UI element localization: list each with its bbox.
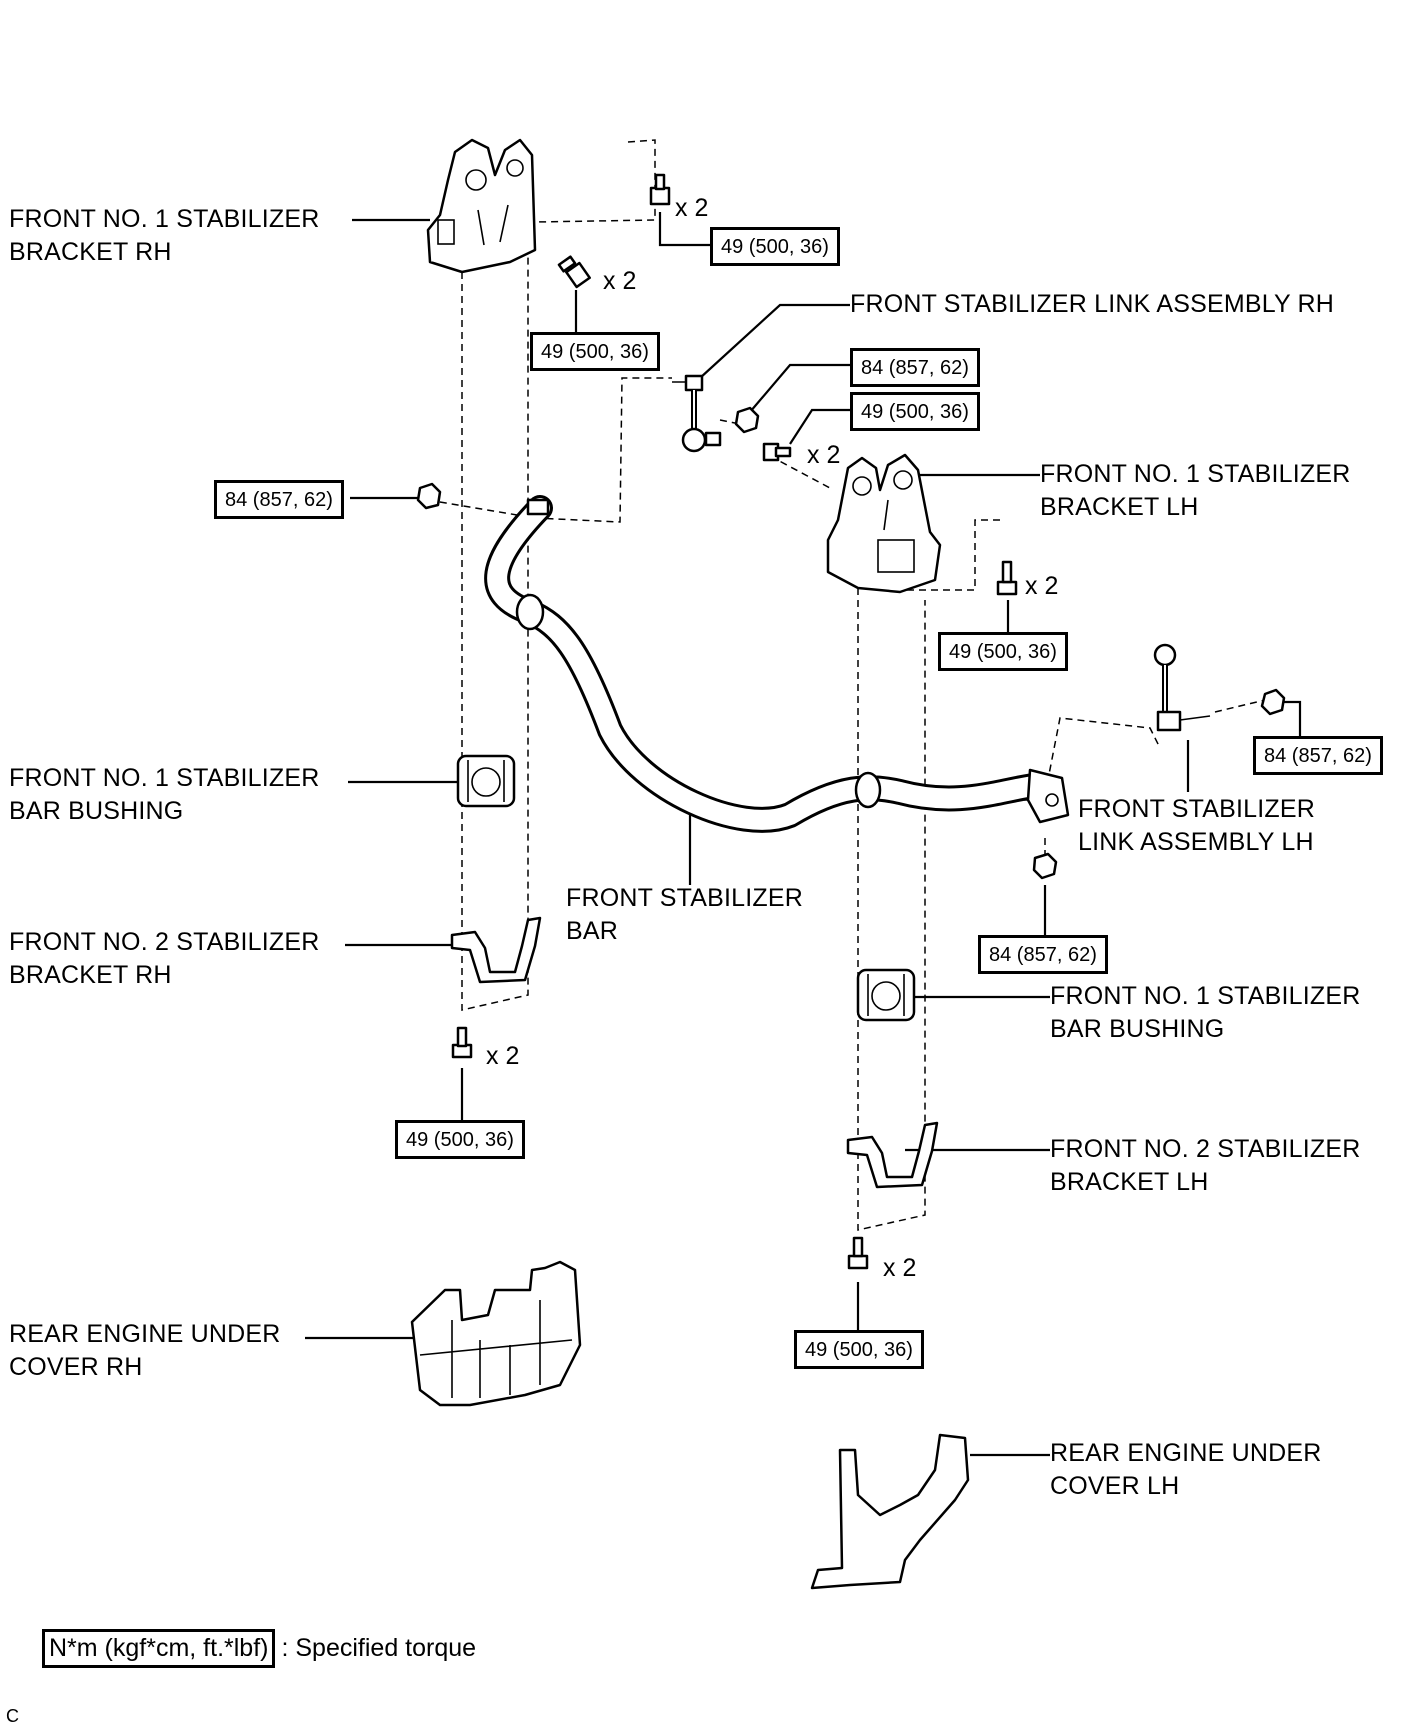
- bolt-icon: [649, 173, 671, 206]
- quantity-label: x 2: [486, 1042, 520, 1070]
- bolt-icon: [847, 1236, 869, 1270]
- label-line: BAR BUSHING: [9, 797, 184, 825]
- link-assemblies: [672, 374, 1211, 732]
- no2-brackets: [450, 916, 939, 1189]
- label-line: REAR ENGINE UNDER: [9, 1320, 281, 1348]
- label-line: FRONT NO. 1 STABILIZER: [9, 205, 320, 233]
- torque-box: 84 (857, 62): [850, 348, 980, 387]
- fasteners: [416, 173, 1286, 1270]
- label-line: FRONT NO. 1 STABILIZER: [1040, 460, 1351, 488]
- label-line: FRONT NO. 2 STABILIZER: [9, 928, 320, 956]
- label-line: BAR: [566, 917, 619, 945]
- quantity-label: x 2: [1025, 572, 1059, 600]
- label-line: REAR ENGINE UNDER: [1050, 1439, 1322, 1467]
- bolt-icon: [996, 560, 1018, 596]
- bushings: [456, 754, 916, 1022]
- bracket-lh-top-shape: [826, 453, 942, 594]
- bracket-rh-top-shape: [426, 138, 537, 274]
- label-bracket2-lh: FRONT NO. 2 STABILIZER BRACKET LH: [1050, 1133, 1360, 1199]
- label-line: FRONT STABILIZER: [1078, 795, 1316, 823]
- label-line: BRACKET RH: [9, 238, 172, 266]
- label-line: FRONT NO. 2 STABILIZER: [1050, 1135, 1361, 1163]
- label-bushing-lh: FRONT NO. 1 STABILIZER BAR BUSHING: [1050, 980, 1360, 1046]
- label-line: BAR BUSHING: [1050, 1015, 1225, 1043]
- torque-box: 49 (500, 36): [938, 632, 1068, 671]
- label-stabilizer-bar: FRONT STABILIZER BAR: [566, 882, 803, 948]
- nut-icon: [1260, 688, 1286, 716]
- torque-box: 49 (500, 36): [395, 1120, 525, 1159]
- label-bracket-lh-top: FRONT NO. 1 STABILIZER BRACKET LH: [1040, 458, 1350, 524]
- bolt-icon: [451, 1026, 473, 1059]
- nut-icon: [416, 482, 442, 510]
- label-line: COVER RH: [9, 1353, 143, 1381]
- torque-box: 84 (857, 62): [978, 935, 1108, 974]
- label-line: FRONT NO. 1 STABILIZER: [1050, 982, 1361, 1010]
- torque-box: 49 (500, 36): [710, 227, 840, 266]
- label-line: LINK ASSEMBLY LH: [1078, 828, 1314, 856]
- label-line: BRACKET LH: [1050, 1168, 1209, 1196]
- label-line: BRACKET LH: [1040, 493, 1199, 521]
- torque-box: 84 (857, 62): [214, 480, 344, 519]
- label-line: COVER LH: [1050, 1472, 1180, 1500]
- label-bushing-rh: FRONT NO. 1 STABILIZER BAR BUSHING: [9, 762, 319, 828]
- legend-text: : Specified torque: [281, 1634, 477, 1662]
- label-cover-lh: REAR ENGINE UNDER COVER LH: [1050, 1437, 1322, 1503]
- label-line: FRONT STABILIZER LINK ASSEMBLY RH: [850, 290, 1335, 318]
- quantity-label: x 2: [675, 194, 709, 222]
- torque-box: 49 (500, 36): [850, 392, 980, 431]
- label-link-lh: FRONT STABILIZER LINK ASSEMBLY LH: [1078, 793, 1315, 859]
- corner-mark: C: [6, 1706, 19, 1726]
- bolt-icon: [762, 442, 792, 462]
- stabilizer-bar-shape: [484, 495, 1070, 833]
- legend-unit-box: N*m (kgf*cm, ft.*lbf): [42, 1629, 276, 1668]
- label-link-rh: FRONT STABILIZER LINK ASSEMBLY RH: [850, 288, 1334, 321]
- nut-icon: [1032, 852, 1058, 880]
- torque-legend: N*m (kgf*cm, ft.*lbf): Specified torque: [42, 1629, 476, 1668]
- label-bracket2-rh: FRONT NO. 2 STABILIZER BRACKET RH: [9, 926, 319, 992]
- nut-icon: [734, 406, 760, 434]
- torque-box: 84 (857, 62): [1253, 736, 1383, 775]
- torque-box: 49 (500, 36): [794, 1330, 924, 1369]
- label-cover-rh: REAR ENGINE UNDER COVER RH: [9, 1318, 281, 1384]
- label-line: BRACKET RH: [9, 961, 172, 989]
- label-bracket-rh-top: FRONT NO. 1 STABILIZER BRACKET RH: [9, 203, 319, 269]
- label-line: FRONT STABILIZER: [566, 884, 804, 912]
- label-line: FRONT NO. 1 STABILIZER: [9, 764, 320, 792]
- quantity-label: x 2: [807, 441, 841, 469]
- quantity-label: x 2: [603, 267, 637, 295]
- covers: [410, 1260, 970, 1590]
- bolt-icon: [557, 255, 591, 289]
- quantity-label: x 2: [883, 1254, 917, 1282]
- torque-box: 49 (500, 36): [530, 332, 660, 371]
